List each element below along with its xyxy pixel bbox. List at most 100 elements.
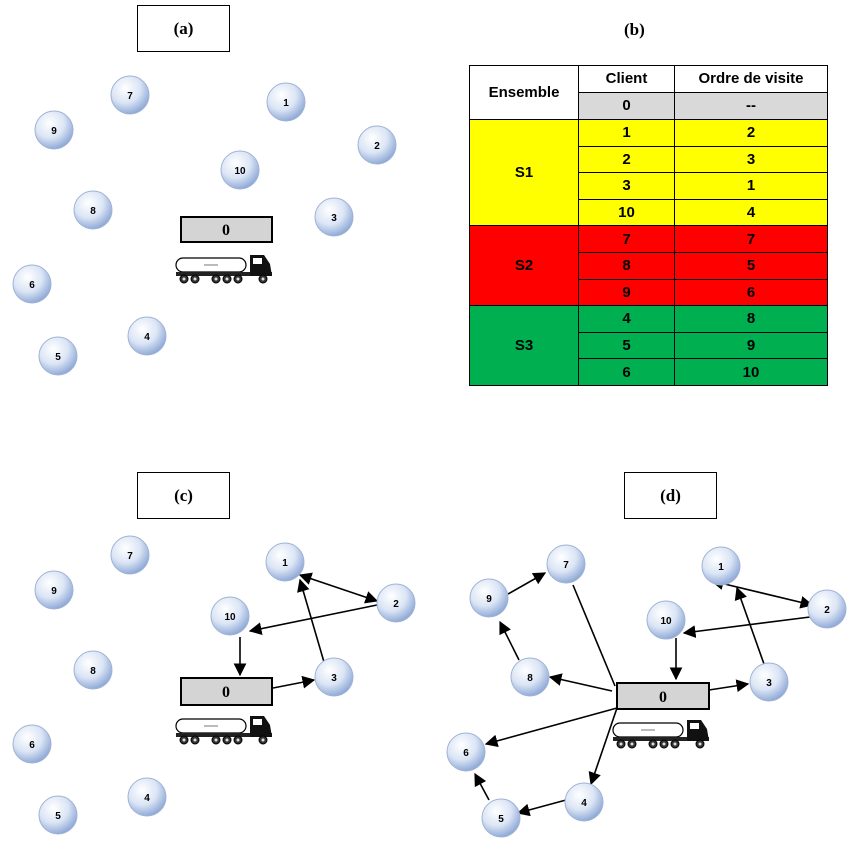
order-cell: 9 <box>674 331 828 360</box>
panel-d-label: (d) <box>624 472 717 519</box>
set-cell: S3 <box>469 305 579 386</box>
client-cell: 9 <box>578 278 675 307</box>
set-cell: S2 <box>469 225 579 307</box>
order-cell: 6 <box>674 278 828 307</box>
header-order: Ordre de visite <box>674 65 828 93</box>
svg-text:8: 8 <box>90 666 96 677</box>
depot-client-cell: 0 <box>578 92 675 120</box>
panel-a-node-2: 2 <box>357 125 397 165</box>
svg-text:5: 5 <box>498 814 504 825</box>
panel-d-node-9: 9 <box>469 578 509 618</box>
svg-text:6: 6 <box>29 740 35 751</box>
panel-c-node-2: 2 <box>376 583 416 623</box>
panel-a-node-4: 4 <box>127 316 167 356</box>
order-cell: 1 <box>674 172 828 200</box>
panel-c-depot-label: 0 <box>222 684 230 701</box>
svg-text:9: 9 <box>486 594 492 605</box>
panel-a-node-7: 7 <box>110 75 150 115</box>
panel-a-node-8: 8 <box>73 190 113 230</box>
panel-a-node-6: 6 <box>12 264 52 304</box>
panel-a-truck-icon <box>175 254 273 284</box>
panel-b-label: (b) <box>624 20 645 39</box>
order-cell: 3 <box>674 145 828 174</box>
svg-text:9: 9 <box>51 126 57 137</box>
svg-text:1: 1 <box>283 98 289 109</box>
svg-text:6: 6 <box>463 748 469 759</box>
panel-d-depot: 0 <box>616 682 710 710</box>
client-cell: 6 <box>578 358 675 386</box>
panel-d-node-5: 5 <box>481 798 521 838</box>
svg-text:8: 8 <box>90 206 96 217</box>
svg-text:3: 3 <box>331 673 337 684</box>
panel-d-truck-icon <box>612 719 710 749</box>
panel-c-truck-icon <box>175 715 273 745</box>
panel-d-node-7: 7 <box>546 544 586 584</box>
panel-d-node-1: 1 <box>701 546 741 586</box>
svg-text:10: 10 <box>660 616 672 627</box>
panel-d-node-10: 10 <box>646 600 686 640</box>
svg-text:2: 2 <box>824 605 830 616</box>
panel-d-depot-label: 0 <box>659 689 667 706</box>
header-client: Client <box>578 65 675 93</box>
panel-a-depot-label: 0 <box>222 222 230 239</box>
panel-d-node-3: 3 <box>749 662 789 702</box>
panel-c-node-9: 9 <box>34 570 74 610</box>
panel-c: 7 1 9 2 10 8 3 6 4 5 0 <box>12 535 416 835</box>
svg-text:7: 7 <box>127 551 133 562</box>
client-cell: 1 <box>578 119 675 147</box>
order-cell: 4 <box>674 198 828 227</box>
svg-text:8: 8 <box>527 673 533 684</box>
panel-a: 7 1 9 2 10 8 3 6 4 5 0 <box>12 75 397 376</box>
panel-a-node-5: 5 <box>38 336 78 376</box>
svg-text:4: 4 <box>581 798 587 809</box>
client-cell: 8 <box>578 251 675 280</box>
panel-a-node-9: 9 <box>34 110 74 150</box>
client-cell: 5 <box>578 331 675 360</box>
header-ensemble: Ensemble <box>469 65 579 120</box>
svg-text:7: 7 <box>563 560 569 571</box>
panel-c-node-6: 6 <box>12 724 52 764</box>
client-cell: 7 <box>578 225 675 253</box>
svg-text:1: 1 <box>282 558 288 569</box>
svg-text:4: 4 <box>144 332 150 343</box>
panel-a-node-1: 1 <box>266 82 306 122</box>
panel-d-node-4: 4 <box>564 782 604 822</box>
depot-order-cell: -- <box>674 92 828 120</box>
svg-text:9: 9 <box>51 586 57 597</box>
panel-a-node-10: 10 <box>220 150 260 190</box>
panel-c-node-4: 4 <box>127 777 167 817</box>
svg-text:7: 7 <box>127 91 133 102</box>
panel-c-node-1: 1 <box>265 542 305 582</box>
svg-text:10: 10 <box>234 166 246 177</box>
client-cell: 2 <box>578 145 675 174</box>
panel-d: 7 1 9 2 10 8 3 6 4 5 0 <box>446 544 847 838</box>
svg-text:1: 1 <box>718 562 724 573</box>
svg-text:3: 3 <box>331 213 337 224</box>
panel-c-node-10: 10 <box>210 596 250 636</box>
svg-text:4: 4 <box>144 793 150 804</box>
order-cell: 5 <box>674 251 828 280</box>
svg-text:2: 2 <box>374 141 380 152</box>
panel-c-node-7: 7 <box>110 535 150 575</box>
panel-d-node-6: 6 <box>446 732 486 772</box>
panel-a-depot: 0 <box>180 216 273 243</box>
svg-text:10: 10 <box>224 612 236 623</box>
panel-a-label: (a) <box>137 5 230 52</box>
panel-c-label: (c) <box>137 472 230 519</box>
panel-c-node-5: 5 <box>38 795 78 835</box>
client-cell: 4 <box>578 305 675 333</box>
svg-text:6: 6 <box>29 280 35 291</box>
order-cell: 10 <box>674 358 828 386</box>
client-cell: 10 <box>578 198 675 227</box>
panel-c-node-8: 8 <box>73 650 113 690</box>
